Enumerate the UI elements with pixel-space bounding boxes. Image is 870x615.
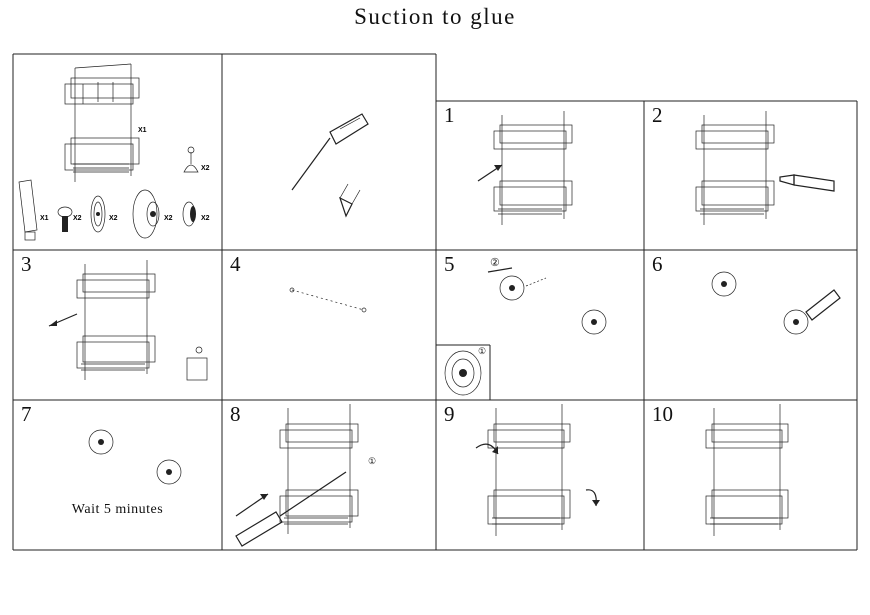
suction-detail-icon	[444, 350, 482, 396]
arrow-icon	[487, 267, 513, 273]
step-10-illustration	[705, 404, 789, 536]
step-8-cell: 8 ①	[222, 400, 436, 550]
step-number: 6	[652, 252, 663, 276]
parts-illustration: X1 X2 X1 X2 X2	[18, 63, 210, 241]
step-5-cell: 5 ② ①	[436, 250, 644, 400]
rack-icon	[279, 404, 359, 534]
disc-qty-label: X2	[109, 215, 118, 222]
tools-illustration	[291, 113, 369, 218]
glue-tube-icon	[779, 174, 835, 192]
hook-qty-label: X2	[201, 165, 210, 172]
pencil-icon	[338, 183, 361, 218]
screwdriver-icon	[291, 113, 369, 191]
step-7-cell: 7 Wait 5 minutes	[13, 400, 222, 550]
glue-qty-label: X1	[40, 215, 49, 222]
glue-tube-icon	[805, 289, 841, 321]
step-number: 9	[444, 402, 455, 426]
step-4-cell: 4	[222, 250, 436, 400]
rack-icon	[705, 404, 789, 536]
disc-icon	[783, 309, 809, 335]
disc-icon	[711, 271, 737, 297]
rack-icon	[487, 404, 571, 536]
rack-qty-label: X1	[138, 127, 147, 134]
step-5-order-a: ②	[490, 257, 500, 269]
disc-icon	[156, 459, 182, 485]
rack-icon	[76, 260, 156, 380]
screwdriver-icon	[235, 471, 347, 547]
measure-line-icon	[291, 289, 365, 311]
suction-cup-part	[132, 189, 160, 239]
step-number: 1	[444, 103, 455, 127]
screw-qty-label: X2	[73, 215, 82, 222]
rack-part	[64, 63, 140, 182]
cup-parts-icon	[186, 346, 208, 381]
step-5-order-b: ①	[478, 346, 487, 356]
parts-cell: X1 X2 X1 X2 X2	[13, 54, 222, 250]
step-number: 4	[230, 252, 241, 276]
step-number: 3	[21, 252, 32, 276]
screw-part	[57, 206, 73, 232]
step-number: 10	[652, 402, 673, 426]
hook-part	[183, 146, 199, 173]
step-9-cell: 9	[436, 400, 644, 550]
step-3-illustration	[48, 260, 208, 381]
step-3-cell: 3	[13, 250, 222, 400]
disc-icon	[499, 275, 525, 301]
cap-qty-label: X2	[201, 215, 210, 222]
step-8-illustration	[235, 404, 359, 547]
step-number: 5	[444, 252, 455, 276]
step-number: 7	[21, 402, 32, 426]
step-7-illustration	[88, 429, 182, 485]
disc-icon	[88, 429, 114, 455]
step-number: 8	[230, 402, 241, 426]
step-10-cell: 10	[644, 400, 857, 550]
step-2-cell: 2	[644, 101, 857, 250]
wait-note: Wait 5 minutes	[71, 502, 164, 517]
step-2-illustration	[695, 111, 835, 225]
step-9-illustration	[475, 404, 600, 536]
tools-cell	[222, 54, 436, 250]
step-6-illustration	[711, 271, 841, 335]
page-title: Suction to glue	[354, 4, 516, 29]
step-5-illustration	[487, 267, 607, 335]
rack-icon	[493, 111, 573, 225]
step-1-cell: 1	[436, 101, 644, 250]
step-1-illustration	[477, 111, 573, 225]
suction-qty-label: X2	[164, 215, 173, 222]
step-8-order: ①	[368, 456, 377, 466]
step-number: 2	[652, 103, 663, 127]
step-4-illustration	[289, 287, 367, 313]
disc-part	[90, 195, 106, 233]
rack-icon	[695, 111, 775, 225]
step-6-cell: 6	[644, 250, 857, 400]
glue-tube-part	[18, 179, 38, 241]
disc-icon	[581, 309, 607, 335]
cap-part	[182, 201, 196, 227]
